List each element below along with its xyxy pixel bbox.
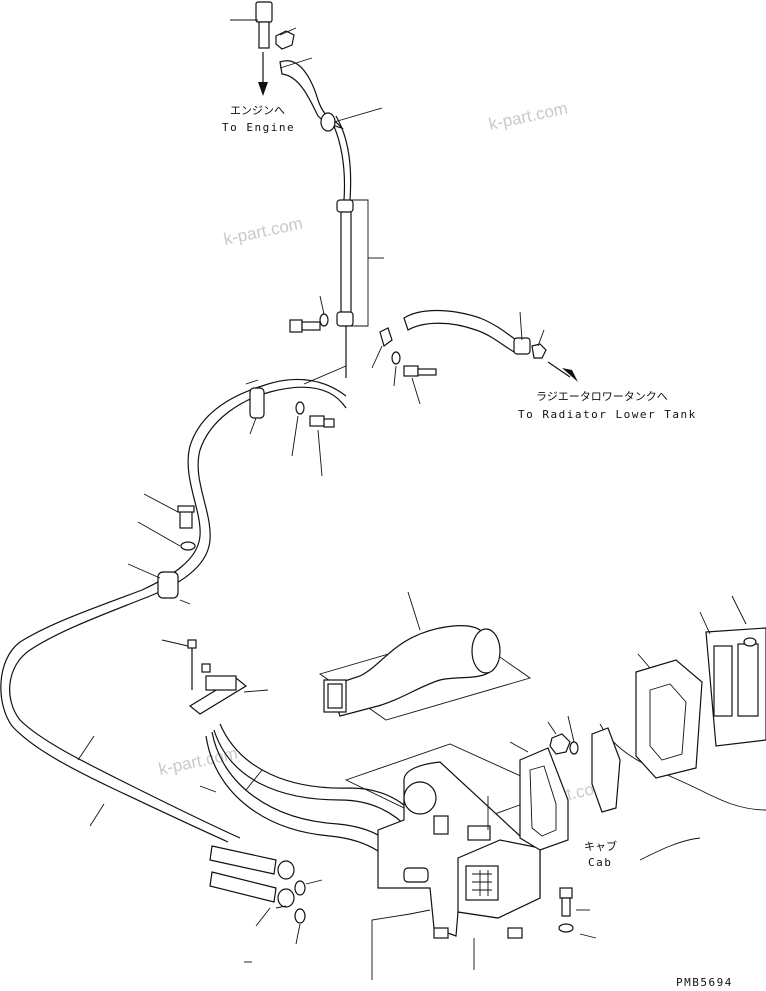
main-hose-loop [0, 365, 347, 843]
to-radiator-label: To Radiator Lower Tank [518, 408, 697, 421]
bolt-washer-left [137, 493, 196, 551]
arrow-to-engine [258, 52, 268, 96]
arrow-to-radiator [547, 361, 578, 382]
vertical-pipe [336, 199, 384, 378]
engine-valve-fitting [230, 1, 273, 49]
drawing-number: PMB5694 [676, 976, 733, 989]
bracket-mid [371, 327, 437, 405]
watermark-2: k-part.com [222, 214, 304, 249]
valve-bracket [161, 639, 269, 715]
cab-label: Cab [588, 856, 612, 869]
heater-unit [344, 743, 558, 970]
filter-cover [591, 727, 621, 813]
cab-label-jp: キャブ [584, 839, 617, 853]
to-engine-label-jp: エンジンへ [230, 104, 285, 117]
clamp-loop-top [245, 379, 335, 477]
grille-panel [635, 653, 703, 779]
to-engine-label: To Engine [222, 121, 295, 134]
watermark-3: k-part.com [157, 744, 239, 779]
harness-lead [371, 909, 431, 980]
clamp-loop-lower [127, 563, 191, 605]
watermark-1: k-part.com [487, 99, 569, 134]
cover-frame [509, 741, 569, 851]
air-duct [318, 591, 532, 721]
bolt-washer-cab [558, 887, 597, 939]
leader-loop-2 [89, 803, 105, 827]
leader-loop-1 [77, 735, 95, 761]
nut-washer-cab [547, 715, 579, 755]
clamp-top [275, 27, 297, 50]
bolt-washer-upper [289, 295, 329, 333]
to-radiator-label-jp: ラジエータロワータンクへ [536, 390, 668, 403]
window-panels [699, 595, 766, 747]
cab-floor-outline [599, 723, 766, 861]
hose-clamp-upper [320, 107, 383, 132]
hose-ends [209, 845, 323, 963]
hose-to-radiator [403, 309, 547, 359]
